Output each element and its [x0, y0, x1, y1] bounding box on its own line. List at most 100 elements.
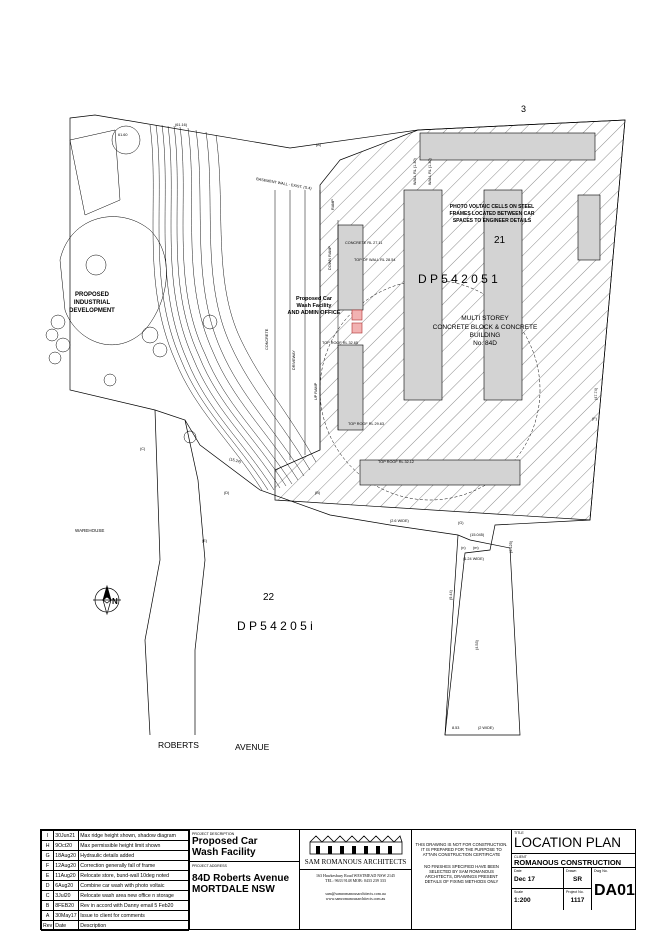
up-ramp-label: UP RAMP [314, 382, 318, 400]
disclaimer-line3: ATTAIN CONSTRUCTION CERTIFICATE [422, 852, 501, 858]
ramp-label: RAMP [331, 199, 335, 210]
dp-bottom: D P 5 4 2 0 5 i [237, 619, 313, 633]
revision-date: 6Aug20 [53, 880, 80, 891]
revision-id: B [40, 900, 55, 911]
project-desc-line2: Wash Facility [192, 847, 256, 858]
project-addr-line1: 84D Roberts Avenue [192, 873, 290, 884]
architect-name: SAM ROMANOUS ARCHITECTS [304, 858, 407, 866]
scale-label: Scale [514, 890, 523, 894]
dim-61: (61.16) [175, 123, 188, 127]
street-avenue: AVENUE [235, 742, 270, 752]
wall-label-1: WALL RL (1.30) [413, 157, 417, 185]
ramp-lines [274, 190, 339, 470]
north-label: N [112, 597, 118, 606]
dim-2-wide: (2 WIDE) [478, 726, 494, 730]
sheet-project-no: 1117 [570, 897, 585, 904]
pv-label-3: SPACES TO ENGINEER DETAILS [453, 218, 532, 224]
north-arrow-icon [93, 584, 121, 616]
revision-description: Combine car wash with photo voltaic [78, 880, 189, 891]
architect-phone: TEL: 9633 9148 MOB: 0433 239 333 [325, 878, 386, 883]
dim-1-24: (1.24 WIDE) [463, 557, 485, 561]
dim-8-53: 8.53 [452, 726, 459, 730]
disclaimer-cell: THIS DRAWING IS NOT FOR CONSTRUCTION. IT… [411, 830, 511, 930]
top-roof-2-label: TOP ROOF RL 29.63 [348, 422, 384, 426]
plan-labels: 3 21 22 D P 5 4 2 0 5 1 D P 5 4 2 0 5 i … [69, 104, 598, 752]
contour-lines [149, 124, 317, 491]
drawn-label: Drawn [566, 869, 577, 873]
disclaimer-line4: NO FINISHES SPECIFIED HAVE BEEN [424, 863, 499, 869]
building-label-4: No. 84D [473, 340, 497, 347]
revision-date: 11Aug20 [53, 870, 80, 881]
disclaimer-line5: SELECTED BY SAM ROMANOUS [429, 868, 494, 874]
pv-label-2: FRAMES LOCATED BETWEEN CAR [450, 211, 535, 217]
revision-id: H [40, 840, 55, 851]
client-label: CLIENT [514, 855, 527, 859]
trees [45, 125, 218, 444]
dim-d: (D) [224, 491, 230, 495]
revision-id: A [40, 910, 55, 921]
revision-description: Relocate store, bund-wall 10deg noted [78, 870, 189, 881]
sheet-scale: 1:200 [514, 897, 531, 904]
dim-4-125: (4.125) [509, 540, 513, 553]
revision-date: Date [53, 920, 80, 931]
revision-date: 18Aug20 [53, 850, 80, 861]
revision-id: Rev [40, 920, 55, 931]
top-roof-1-label: TOP ROOF RL 32.65 [322, 341, 358, 345]
revision-description: Max permissible height limit shown [78, 840, 189, 851]
revision-date: 30Jun21 [53, 830, 80, 841]
driveway-label: DRIVEWAY [292, 350, 296, 370]
revision-date: 12Aug20 [53, 860, 80, 871]
dim-15-24: (15.24) [229, 457, 242, 464]
car-wash-label-2: Wash Facility [297, 303, 333, 309]
dim-47-74: (47.74) [594, 387, 598, 400]
revision-id: I [40, 830, 55, 841]
top-roof-3-label: TOP ROOF RL 32.12 [378, 460, 414, 464]
revision-id: C [40, 890, 55, 901]
dim-m: (m) [473, 546, 479, 550]
industrial-label-2: INDUSTRIAL [74, 300, 111, 306]
dim-g: (G) [458, 521, 464, 525]
project-addr-label: PROJECT ADDRESS [192, 864, 227, 868]
architect-email[interactable]: sam@samromanousarchitects.com.au [325, 891, 386, 896]
building-label-2: CONCRETE BLOCK & CONCRETE [433, 324, 538, 331]
revision-description: Max ridge height shown, shadow diagram [78, 830, 189, 841]
dim-c: (C) [140, 447, 146, 451]
basement-wall-label: BASEMENT WALL - EXIST. (S.4) [256, 177, 313, 191]
industrial-label-3: DEVELOPMENT [69, 308, 115, 314]
client-name: ROMANOUS CONSTRUCTION [514, 858, 622, 867]
warehouse-label: WAREHOUSE [75, 528, 104, 533]
wall-label-2: WALL RL (1.30) [428, 157, 432, 185]
architect-cell: SAM ROMANOUS ARCHITECTS 163 Hawkesbury R… [299, 830, 411, 930]
project-addr-line2: MORTDALE NSW [192, 884, 275, 895]
car-wash-label-3: AND ADMIN OFFICE [288, 310, 341, 316]
revision-description: Rev in accord with Danny email 5 Feb20 [78, 900, 189, 911]
project-desc-line1: Proposed Car [192, 836, 258, 847]
date-label: Date [514, 869, 522, 873]
concrete-rl-label: CONCRETE RL 27.11 [345, 241, 382, 245]
dim-f: (F) [592, 417, 598, 421]
architect-address: 163 Hawkesbury Road WESTMEAD NSW 2145 [315, 873, 396, 878]
revision-description: Description [78, 920, 189, 931]
revision-date: 30May17 [53, 910, 80, 921]
pv-label-1: PHOTO VOLTAIC CELLS ON STEEL [450, 204, 534, 210]
dim-4-53: (4.53) [475, 639, 479, 650]
project-desc-label: PROJECT DESCRIPTION [192, 832, 235, 836]
car-wash-boxes [351, 309, 363, 334]
disclaimer-line6: ARCHITECTS, DRAWINGS PRESENT [425, 874, 498, 880]
architect-web[interactable]: www.samromanousarchitects.com.au [325, 896, 386, 901]
building-label-1: MULTI STOREY [461, 315, 509, 322]
car-wash-label-1: Proposed Car [296, 296, 333, 302]
dim-2-6: (2.6 WIDE) [390, 519, 410, 523]
title-label: TITLE [514, 831, 524, 835]
down-ramp-label: DOWN RAMP [328, 245, 332, 270]
dim-60: 61.60 [118, 133, 128, 137]
